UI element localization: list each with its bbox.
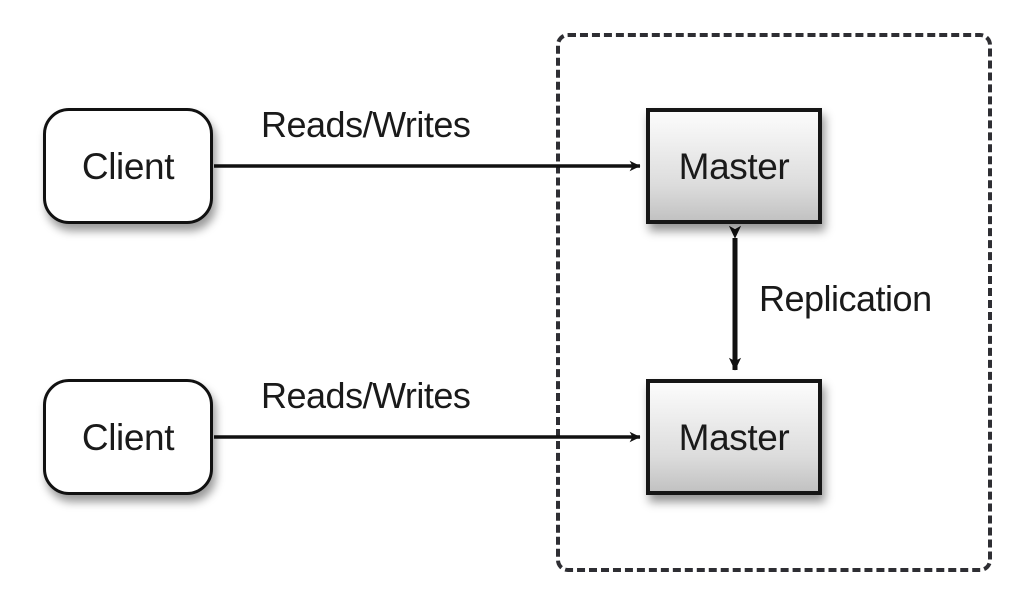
cluster-boundary-dashed: [556, 33, 992, 572]
node-master-bottom-label: Master: [678, 416, 790, 458]
node-master-bottom[interactable]: Master: [646, 379, 822, 495]
node-client-top[interactable]: Client: [43, 108, 213, 224]
node-master-top-label: Master: [678, 145, 790, 187]
node-client-bottom[interactable]: Client: [43, 379, 213, 495]
edge-label-reads-writes-bottom: Reads/Writes: [261, 375, 471, 416]
edge-label-reads-writes-top: Reads/Writes: [261, 104, 471, 145]
node-master-top[interactable]: Master: [646, 108, 822, 224]
node-client-bottom-label: Client: [81, 416, 175, 458]
edge-label-replication: Replication: [759, 278, 932, 319]
node-client-top-label: Client: [81, 145, 175, 187]
